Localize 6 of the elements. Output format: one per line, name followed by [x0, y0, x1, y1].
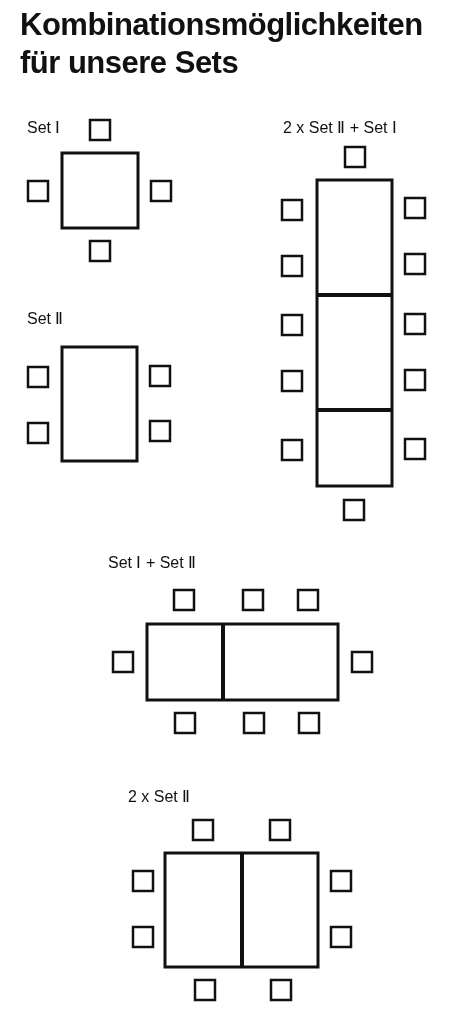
set-caption: Set Ⅰ + Set Ⅱ: [108, 553, 197, 573]
set-caption: 2 x Set Ⅱ + Set Ⅰ: [283, 118, 397, 138]
title: Kombinationsmöglichkeiten für unsere Sets: [20, 6, 424, 82]
set-caption: 2 x Set Ⅱ: [128, 787, 191, 807]
set-caption: Set Ⅰ: [27, 118, 61, 138]
set-caption: Set Ⅱ: [27, 309, 64, 329]
